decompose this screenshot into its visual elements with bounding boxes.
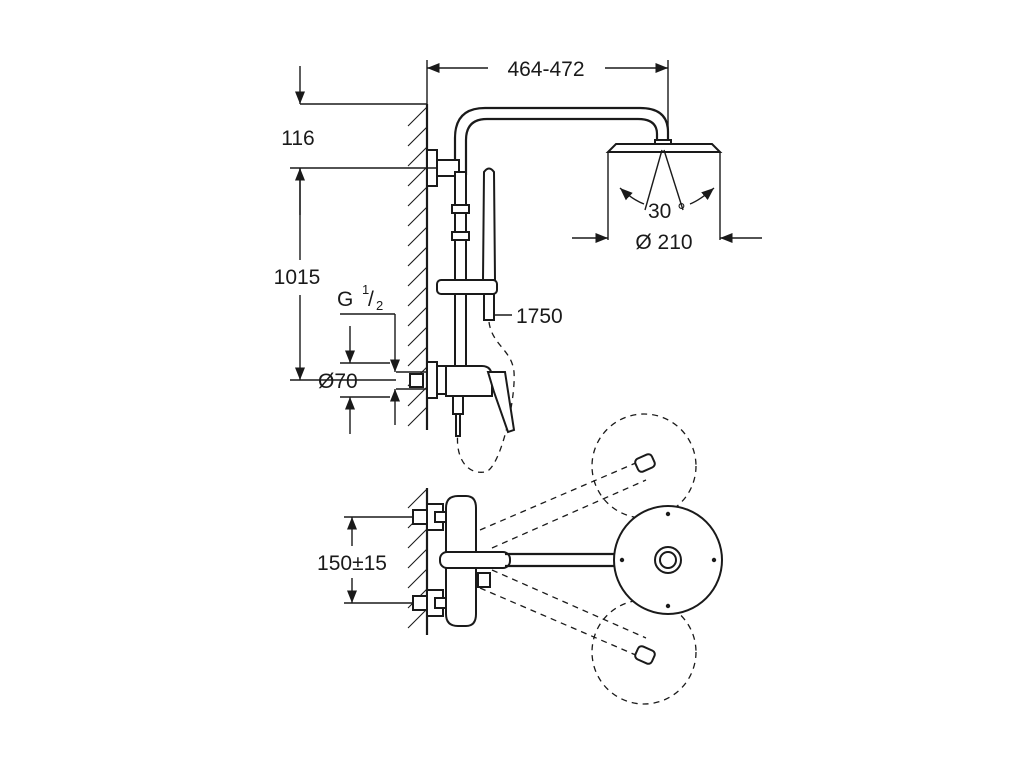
top-view: 150±15	[317, 413, 723, 705]
dimension-head-diameter: Ø 210	[572, 231, 762, 254]
hose	[456, 321, 515, 473]
dimension-hose-length: 1750	[494, 305, 563, 328]
mixer-valve	[426, 361, 516, 437]
tilt-angle-label: 30 °	[648, 200, 686, 223]
mixer-lever	[486, 371, 516, 434]
front-view: 464-472 116 1015 G 1 / 2	[274, 58, 762, 473]
thread-fraction-numerator: 1	[362, 282, 369, 297]
dimension-inlet-spacing: 150±15	[317, 516, 413, 604]
thread-label: G	[337, 288, 353, 311]
escutcheon-label: Ø70	[318, 370, 358, 393]
dimension-rail-height: 1015	[274, 168, 396, 381]
swivel-range	[479, 413, 697, 705]
rail-height-label: 1015	[274, 266, 321, 289]
thread-fraction-denominator: 2	[376, 298, 383, 313]
dimension-arm-reach: 464-472	[426, 58, 669, 130]
dimension-thread: G 1 / 2	[337, 282, 401, 425]
slider-holder	[436, 279, 498, 295]
svg-text:/: /	[368, 288, 374, 311]
top-offset-label: 116	[281, 127, 314, 150]
head-diameter-label: Ø 210	[635, 231, 692, 254]
dimension-escutcheon: Ø70	[318, 326, 390, 434]
inlet-spacing-label: 150±15	[317, 552, 387, 575]
shower-head	[605, 139, 723, 240]
hose-length-label: 1750	[516, 305, 563, 328]
shower-head-top	[613, 505, 723, 615]
wall-inlet	[396, 371, 427, 390]
inlet-connections	[412, 503, 448, 617]
arm-reach-label: 464-472	[507, 58, 584, 81]
hand-shower	[481, 167, 497, 321]
